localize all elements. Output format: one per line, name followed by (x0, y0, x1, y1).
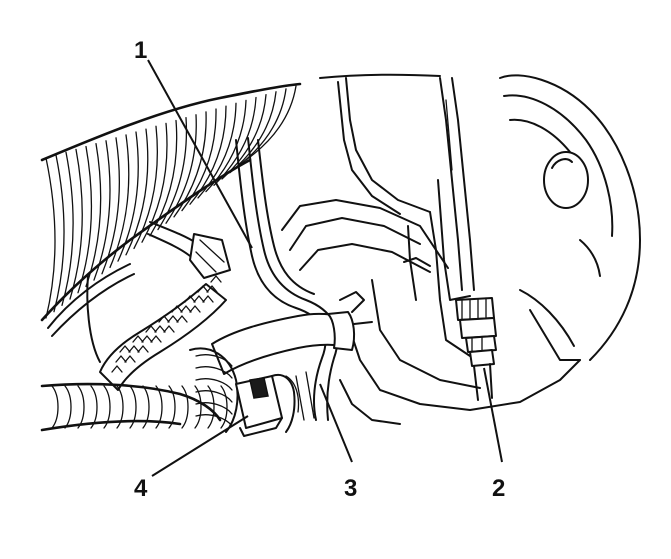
hose-ring (116, 385, 124, 429)
duct-ring (101, 137, 120, 275)
sensor (455, 297, 497, 401)
duct-ring (133, 125, 158, 250)
bracket-rod (437, 77, 475, 301)
corrugated-duct (40, 82, 302, 322)
duct-ring (165, 114, 197, 224)
callouts: 1 2 3 4 (134, 37, 505, 502)
duct-ring (181, 108, 217, 212)
duct-ring (77, 145, 93, 294)
hose-ring (103, 385, 111, 429)
small-pipe (47, 221, 231, 363)
hose-ring (129, 385, 137, 429)
braided-hose (99, 275, 227, 391)
duct-ring (149, 119, 178, 237)
duct-ring (61, 151, 74, 307)
duct-ring (221, 93, 267, 180)
braid-mark (119, 275, 222, 353)
hose-ring (181, 385, 189, 429)
coolant-hose (211, 291, 373, 375)
hose-ring (51, 385, 59, 429)
callout-3: 3 (344, 475, 357, 502)
duct-ring (197, 102, 237, 199)
braid-mark (111, 295, 214, 373)
hose-ring (142, 385, 150, 429)
duct-ring (45, 157, 56, 319)
hose-ring (195, 390, 233, 403)
hose-ring (90, 385, 98, 429)
duct-ring (69, 148, 83, 300)
duct-ring (109, 134, 130, 269)
leader-2 (483, 367, 503, 463)
duct-ring (213, 96, 257, 186)
duct-ring (85, 142, 102, 288)
leader-lines (147, 59, 503, 477)
fuel-lines (235, 137, 339, 421)
leader-4 (151, 415, 249, 477)
duct-ring (141, 122, 168, 243)
hose-ring (155, 385, 163, 429)
duct-ring (229, 91, 277, 174)
hose-ring (77, 385, 85, 429)
hose-ring (195, 366, 233, 379)
duct-ring (125, 128, 149, 256)
flywheel (499, 74, 641, 361)
hose-ring (64, 385, 72, 429)
duct-ring (117, 131, 139, 262)
duct-ring (53, 154, 65, 313)
hose-ring (195, 354, 233, 367)
duct-ring (205, 99, 247, 193)
hose-ring (195, 402, 233, 415)
hose-ring (194, 385, 202, 429)
electrical-connector (235, 374, 300, 437)
leader-3 (319, 383, 353, 463)
duct-ring (173, 111, 207, 218)
hose-ring (168, 385, 176, 429)
hose-ring (195, 414, 233, 427)
leader-1 (147, 59, 253, 249)
braid-mark (115, 285, 218, 363)
callout-1: 1 (134, 37, 147, 64)
corrugated-hose (40, 347, 239, 433)
callout-4: 4 (134, 475, 148, 502)
hose-ring (220, 385, 228, 429)
duct-ring (245, 85, 297, 161)
hose-ring (207, 385, 215, 429)
transmission-housing (281, 73, 581, 425)
duct-ring (93, 140, 111, 281)
duct-ring (189, 105, 227, 205)
callout-2: 2 (492, 475, 505, 502)
hose-ring (195, 378, 233, 391)
